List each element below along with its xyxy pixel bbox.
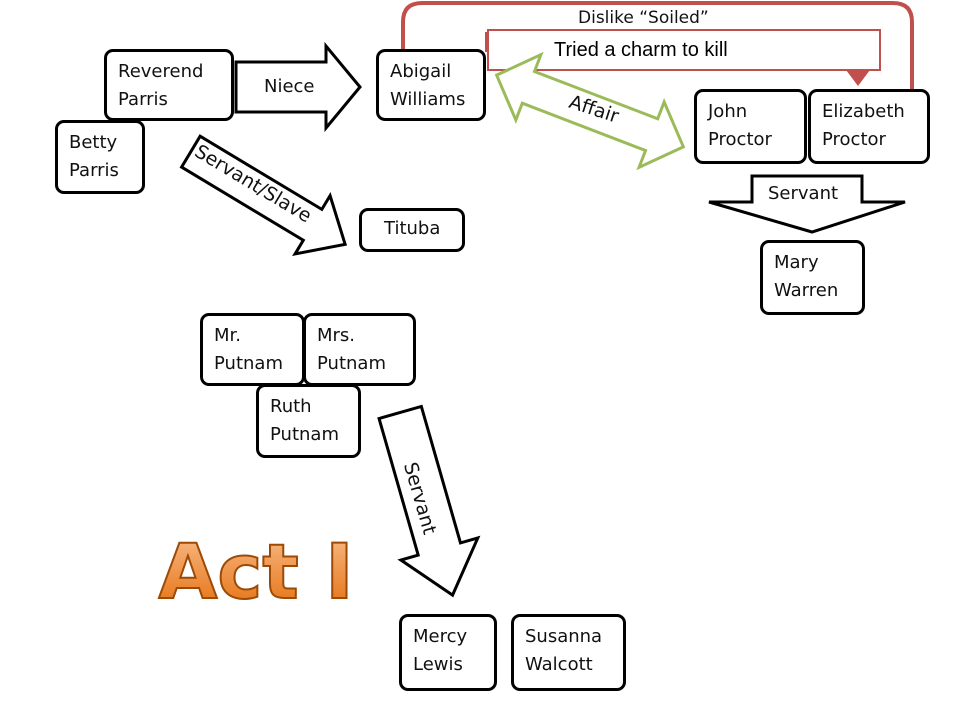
niece-arrow [234,41,362,133]
node-mr-putnam: Mr. Putnam [200,313,305,386]
node-abigail-williams: Abigail Williams [376,49,486,121]
node-susanna-walcott: Susanna Walcott [511,614,626,691]
niece-label: Niece [264,76,315,97]
dislike-connector [401,1,914,92]
node-reverend-parris: Reverend Parris [104,49,234,121]
node-john-proctor: John Proctor [694,89,807,164]
servant-label-proctor: Servant [768,183,839,204]
servant-slave-arrow [179,134,348,257]
node-mercy-lewis: Mercy Lewis [399,614,497,691]
node-tituba: Tituba [359,208,465,252]
node-mary-warren: Mary Warren [760,240,865,315]
node-betty-parris: Betty Parris [55,120,145,194]
charm-arrowhead [846,70,870,86]
node-mrs-putnam: Mrs. Putnam [303,313,416,386]
dislike-label: Dislike “Soiled” [578,8,709,28]
servant-arrow-proctor [708,174,906,234]
charm-label-box [487,29,881,71]
node-ruth-putnam: Ruth Putnam [256,384,361,458]
charm-label: Tried a charm to kill [554,39,728,61]
affair-arrow [494,51,686,171]
node-elizabeth-proctor: Elizabeth Proctor [808,89,930,164]
act-title: Act I [159,527,354,616]
servant-arrow-putnam [377,404,481,598]
